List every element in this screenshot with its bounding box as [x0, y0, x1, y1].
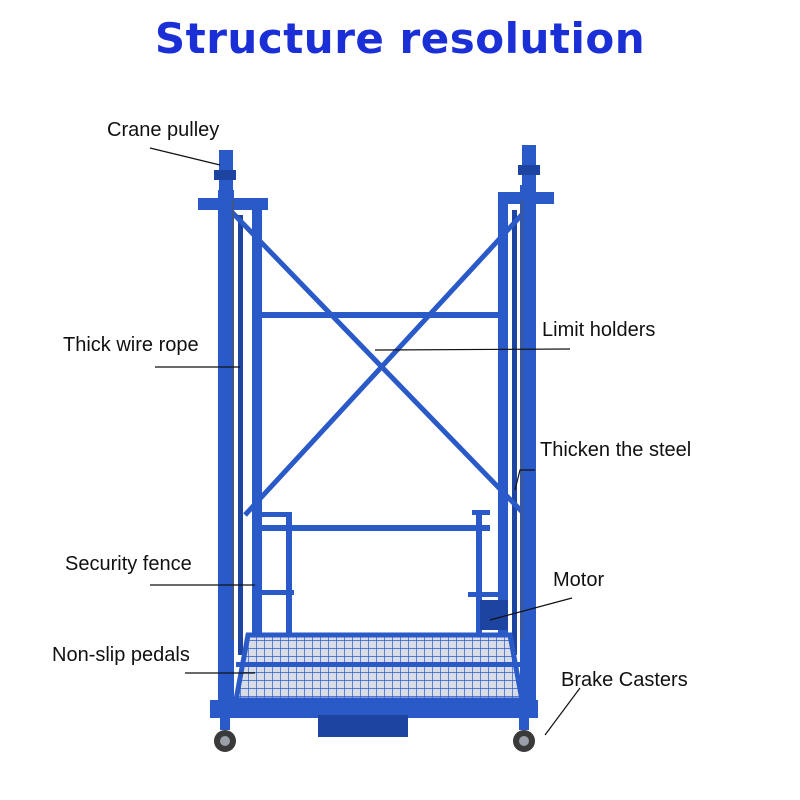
label-thick-wire-rope: Thick wire rope — [63, 334, 199, 356]
security-fence — [258, 510, 500, 642]
left-uprights — [218, 190, 262, 710]
label-crane-pulley: Crane pulley — [107, 119, 220, 141]
crane-pulley-right — [518, 145, 540, 185]
label-thicken-steel: Thicken the steel — [540, 439, 692, 461]
label-non-slip-pedals: Non-slip pedals — [52, 644, 190, 666]
limit-holder-bar — [262, 312, 500, 318]
crane-pulley-left — [214, 150, 236, 190]
motor — [480, 600, 508, 630]
label-motor: Motor — [553, 569, 605, 591]
label-security-fence: Security fence — [65, 553, 192, 575]
base-frame — [210, 700, 538, 737]
page-title: Structure resolution — [154, 14, 646, 63]
brace-1 — [223, 203, 532, 522]
leader-lines — [149, 147, 581, 736]
caster-right — [513, 718, 535, 752]
leader-motor — [489, 597, 573, 621]
right-uprights — [498, 185, 536, 710]
label-brake-casters: Brake Casters — [561, 669, 688, 691]
leader-limit-holders — [374, 348, 571, 351]
label-limit-holders: Limit holders — [542, 319, 656, 341]
brace-2 — [243, 206, 530, 517]
leader-brake-casters — [544, 687, 581, 736]
leader-thicken-steel — [514, 469, 535, 491]
platform — [232, 632, 526, 703]
caster-left — [214, 718, 236, 752]
leader-crane-pulley — [149, 147, 221, 166]
